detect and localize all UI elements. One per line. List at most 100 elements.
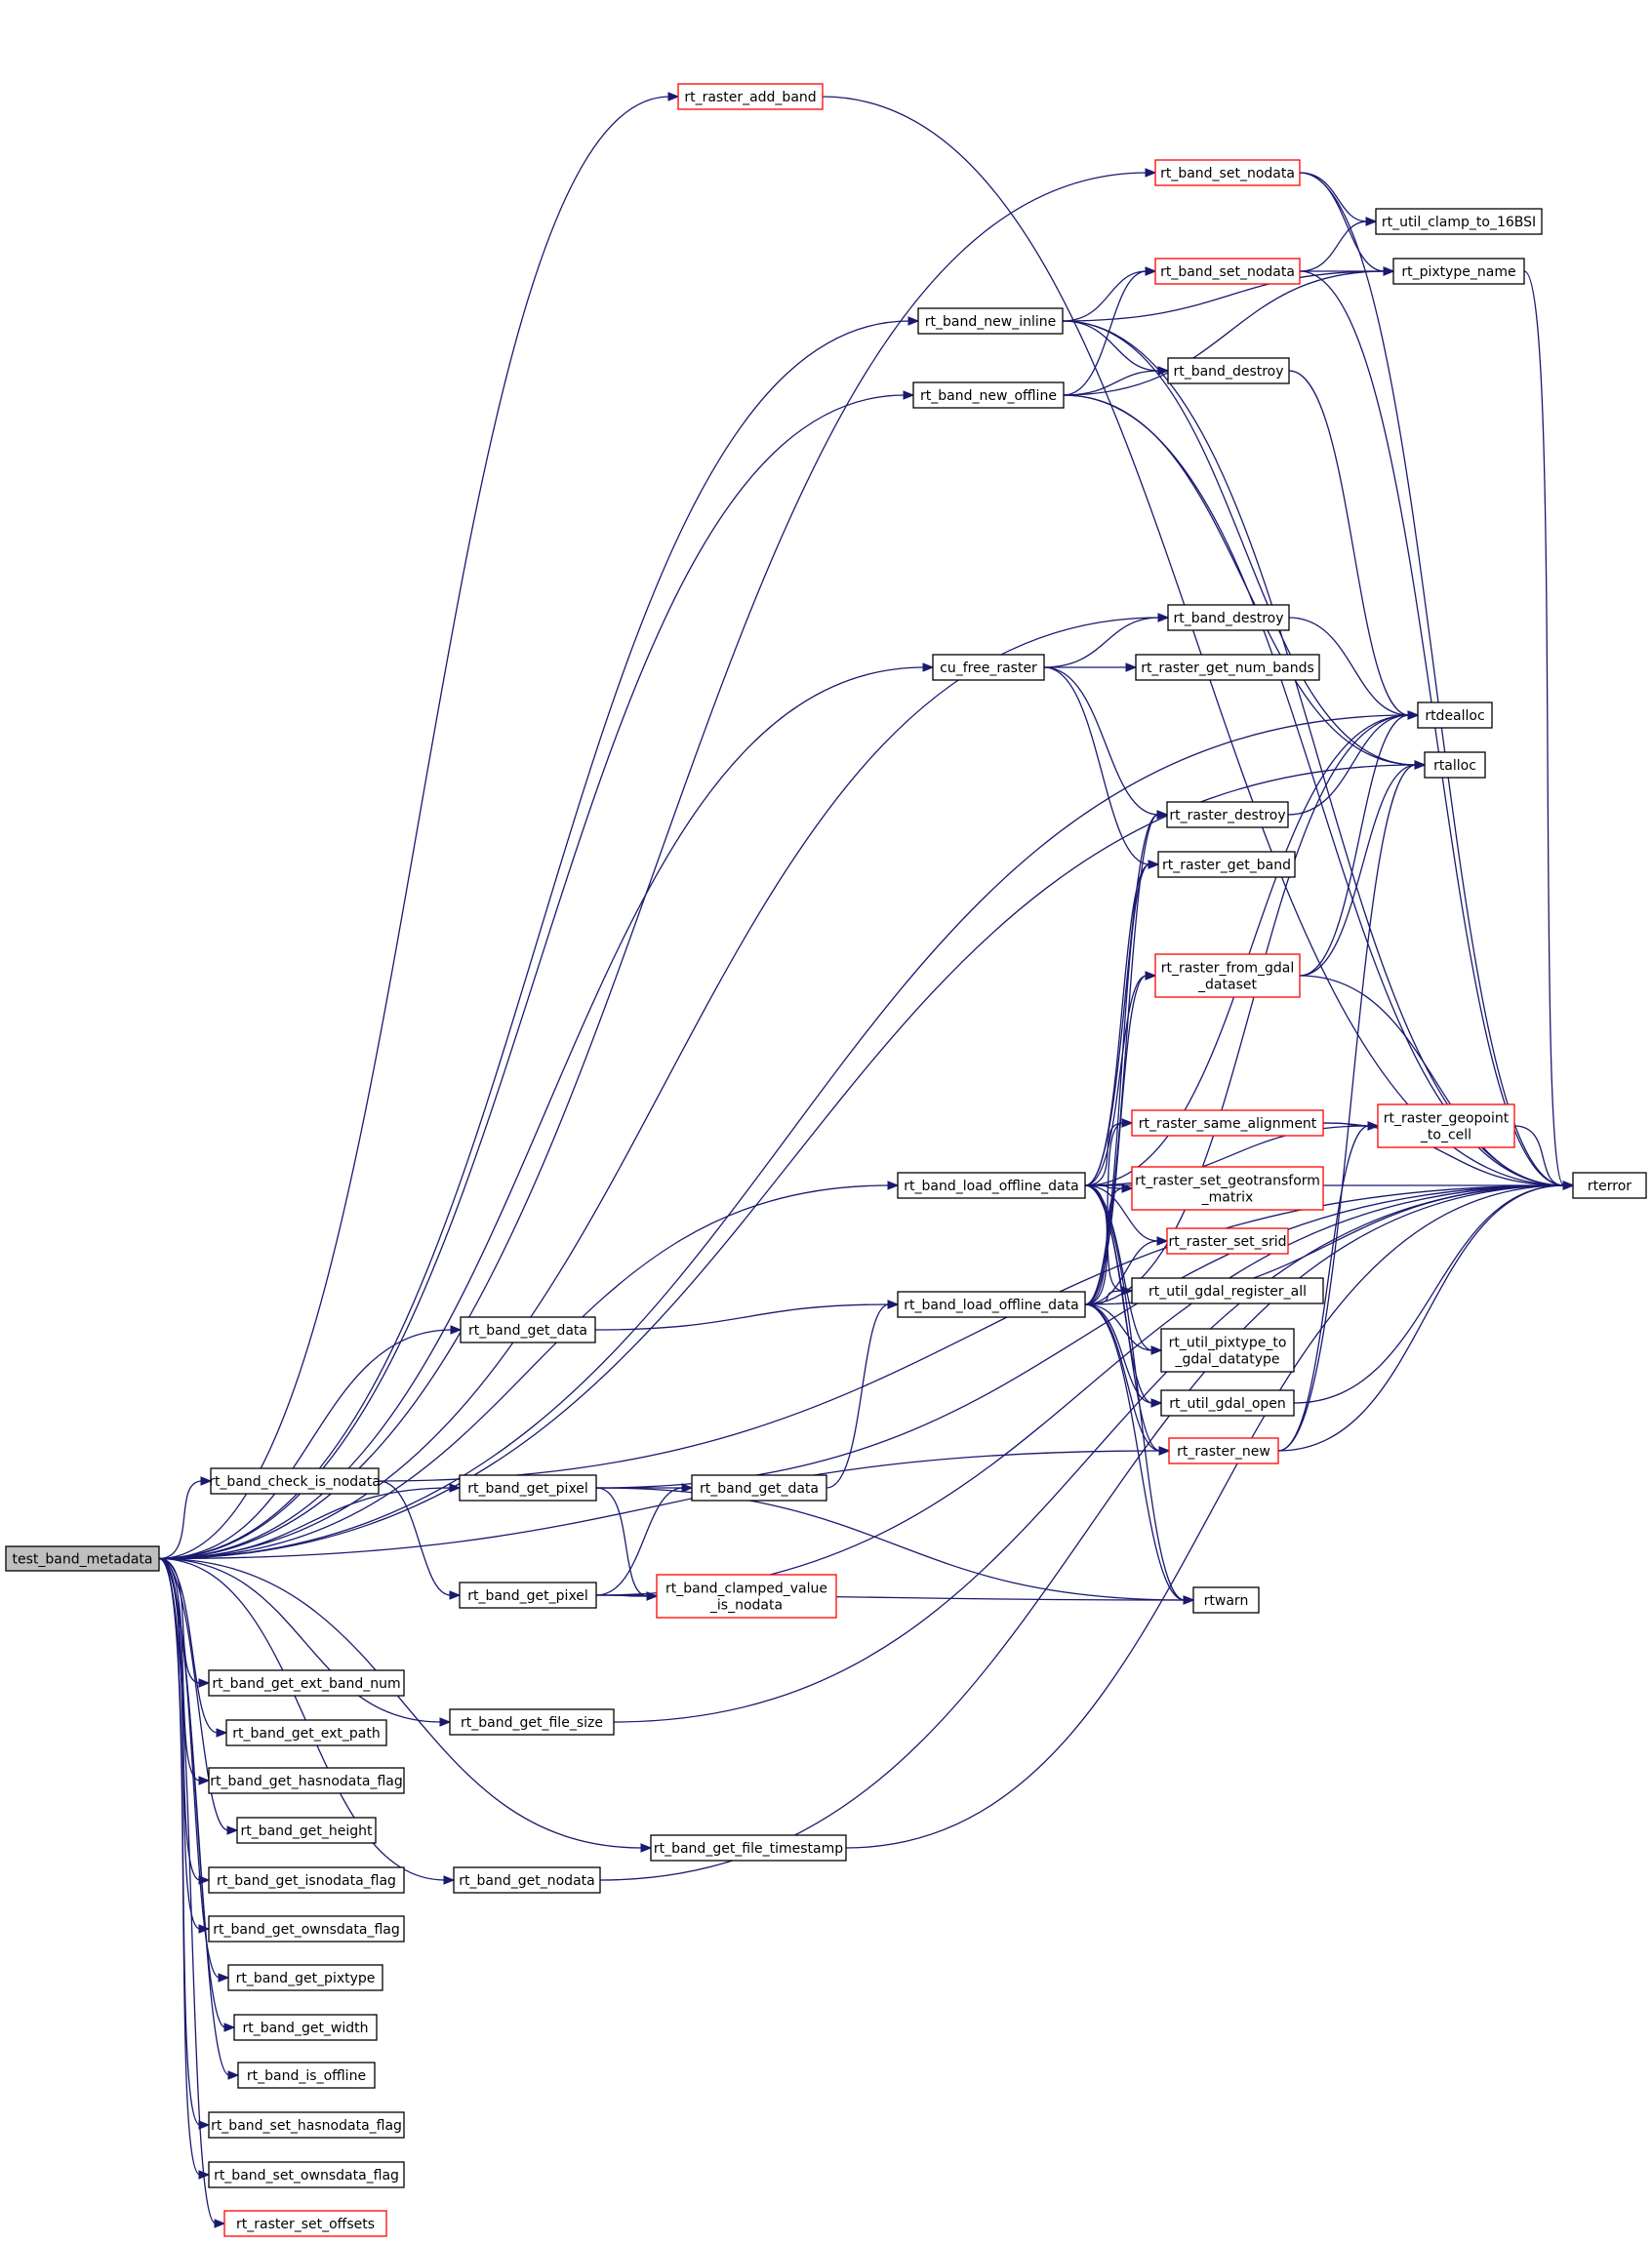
- node-rt-band-set-nodata-2[interactable]: rt_band_set_nodata: [1154, 258, 1301, 285]
- edge-arrowhead: [1183, 1595, 1195, 1605]
- node-rt-band-new-offline[interactable]: rt_band_new_offline: [912, 381, 1065, 409]
- node-box: [1424, 751, 1486, 779]
- node-test-band-metadata[interactable]: test_band_metadata: [5, 1545, 160, 1572]
- node-label: rt_band_get_data: [468, 1323, 587, 1339]
- node-rt-band-check-is-nodata[interactable]: rt_band_check_is_nodata: [209, 1467, 381, 1495]
- node-rt-raster-from-gdal-dataset[interactable]: rt_raster_from_gdal_dataset: [1154, 953, 1301, 998]
- node-label: rt_band_get_pixtype: [236, 1971, 376, 1986]
- edge-rt-raster-new-to-rtalloc: [1277, 764, 1417, 1452]
- node-rt-util-pixtype-to-gdal-datatype[interactable]: rt_util_pixtype_to_gdal_datatype: [1160, 1328, 1295, 1373]
- node-label: rt_band_get_width: [242, 2021, 368, 2036]
- edge-arrowhead: [218, 1973, 230, 1983]
- node-box: [912, 381, 1065, 409]
- node-rt-band-new-inline[interactable]: rt_band_new_inline: [917, 307, 1064, 335]
- edge-test-band-metadata-to-rt-raster-set-offsets: [158, 1557, 217, 2224]
- node-rtalloc[interactable]: rtalloc: [1424, 751, 1486, 779]
- node-rt-band-destroy-2[interactable]: rt_band_destroy: [1167, 604, 1290, 631]
- node-rt-band-is-offline[interactable]: rt_band_is_offline: [237, 2062, 376, 2089]
- node-box: [223, 2210, 387, 2237]
- edge-test-band-metadata-to-rt-band-is-offline: [158, 1557, 230, 2076]
- node-cu-free-raster[interactable]: cu_free_raster: [932, 654, 1045, 681]
- edge-arrowhead: [200, 1476, 213, 1486]
- edge-rt-band-load-offline-data-2-to-rt-raster-set-geotransform-matrix: [1084, 1187, 1124, 1305]
- node-box: [1154, 953, 1301, 998]
- node-box: [1157, 851, 1296, 878]
- node-rt-raster-set-geotransform-matrix[interactable]: rt_raster_set_geotransform_matrix: [1131, 1166, 1324, 1211]
- edge-rt-band-load-offline-data-2-to-rtdealloc: [1084, 714, 1410, 1305]
- edge-rt-band-new-inline-to-rt-pixtype-name: [1062, 270, 1386, 322]
- node-box: [1166, 801, 1289, 828]
- node-rt-band-get-pixel-1[interactable]: rt_band_get_pixel: [459, 1474, 597, 1502]
- node-label: cu_free_raster: [940, 661, 1037, 676]
- node-rt-raster-new[interactable]: rt_raster_new: [1168, 1437, 1279, 1464]
- edge-rt-band-new-offline-to-rt-band-destroy-1: [1063, 370, 1160, 396]
- node-rt-band-destroy-1[interactable]: rt_band_destroy: [1167, 357, 1290, 384]
- edge-rt-band-new-offline-to-rtalloc: [1063, 394, 1417, 766]
- node-rt-band-get-height[interactable]: rt_band_get_height: [236, 1817, 377, 1844]
- node-rt-band-load-offline-data-2[interactable]: rt_band_load_offline_data: [897, 1291, 1086, 1318]
- edge-arrowhead: [646, 1591, 659, 1601]
- edge-arrowhead: [450, 1325, 463, 1335]
- edge-rt-band-load-offline-data-1-to-rt-raster-from-gdal-dataset: [1084, 975, 1148, 1186]
- node-rt-raster-get-num-bands[interactable]: rt_raster_get_num_bands: [1135, 654, 1320, 681]
- edge-cu-free-raster-to-rt-band-destroy-2: [1043, 617, 1160, 668]
- edge-arrowhead: [1562, 1181, 1575, 1190]
- node-rt-band-clamped-value-is-nodata[interactable]: rt_band_clamped_value_is_nodata: [656, 1574, 837, 1619]
- node-label: rt_band_set_nodata: [1160, 166, 1295, 181]
- node-rt-util-clamp-to-16bsi[interactable]: rt_util_clamp_to_16BSI: [1375, 208, 1543, 235]
- node-rt-band-get-nodata[interactable]: rt_band_get_nodata: [453, 1866, 601, 1894]
- edge-cu-free-raster-to-rt-raster-destroy: [1043, 666, 1159, 816]
- node-rt-band-get-file-timestamp[interactable]: rt_band_get_file_timestamp: [650, 1834, 847, 1862]
- node-label: rt_band_set_ownsdata_flag: [214, 2168, 399, 2184]
- node-rt-band-get-hasnodata-flag[interactable]: rt_band_get_hasnodata_flag: [208, 1767, 405, 1794]
- node-rt-raster-set-offsets[interactable]: rt_raster_set_offsets: [223, 2210, 387, 2237]
- node-label: rt_raster_get_num_bands: [1141, 661, 1314, 676]
- node-rt-band-set-nodata-1[interactable]: rt_band_set_nodata: [1154, 159, 1301, 186]
- node-rtdealloc[interactable]: rtdealloc: [1417, 701, 1493, 729]
- node-box: [932, 654, 1045, 681]
- node-rt-band-get-width[interactable]: rt_band_get_width: [233, 2014, 378, 2041]
- node-rt-band-get-ownsdata-flag[interactable]: rt_band_get_ownsdata_flag: [208, 1915, 405, 1943]
- node-box: [236, 1817, 377, 1844]
- node-rt-util-gdal-register-all[interactable]: rt_util_gdal_register_all: [1131, 1277, 1324, 1304]
- edge-test-band-metadata-to-rt-band-get-data-1: [158, 1329, 453, 1560]
- node-rt-band-set-ownsdata-flag[interactable]: rt_band_set_ownsdata_flag: [208, 2161, 405, 2188]
- node-label: rt_band_clamped_value: [665, 1582, 827, 1597]
- node-rt-raster-set-srid[interactable]: rt_raster_set_srid: [1166, 1227, 1289, 1255]
- edge-arrowhead: [1158, 1446, 1171, 1456]
- edge-arrowhead: [227, 2070, 240, 2080]
- node-box: [656, 1574, 837, 1619]
- node-rt-util-gdal-open[interactable]: rt_util_gdal_open: [1160, 1389, 1295, 1417]
- node-rt-band-get-pixtype[interactable]: rt_band_get_pixtype: [227, 1964, 383, 1991]
- node-rt-band-get-isnodata-flag[interactable]: rt_band_get_isnodata_flag: [208, 1866, 405, 1894]
- edge-test-band-metadata-to-cu-free-raster: [158, 666, 925, 1560]
- edge-rt-band-new-offline-to-rt-pixtype-name: [1063, 270, 1386, 396]
- edge-rt-band-get-nodata-to-rterror: [599, 1184, 1565, 1881]
- node-box: [1167, 357, 1290, 384]
- edge-rt-raster-from-gdal-dataset-to-rtdealloc: [1299, 714, 1410, 977]
- node-rt-band-get-file-size[interactable]: rt_band_get_file_size: [449, 1708, 615, 1736]
- node-rt-band-set-hasnodata-flag[interactable]: rt_band_set_hasnodata_flag: [208, 2111, 405, 2139]
- node-rt-raster-add-band[interactable]: rt_raster_add_band: [677, 83, 824, 110]
- node-box: [5, 1545, 160, 1572]
- node-rt-raster-destroy[interactable]: rt_raster_destroy: [1166, 801, 1289, 828]
- node-label: rt_raster_get_band: [1162, 858, 1291, 873]
- node-rtwarn[interactable]: rtwarn: [1192, 1586, 1260, 1614]
- node-rt-raster-geopoint-to-cell[interactable]: rt_raster_geopoint_to_cell: [1377, 1103, 1515, 1148]
- node-rt-band-get-ext-band-num[interactable]: rt_band_get_ext_band_num: [208, 1669, 405, 1697]
- edge-rt-band-new-inline-to-rtalloc: [1062, 320, 1417, 766]
- node-rt-raster-same-alignment[interactable]: rt_raster_same_alignment: [1131, 1109, 1324, 1137]
- node-rt-band-get-ext-path[interactable]: rt_band_get_ext_path: [225, 1719, 387, 1746]
- node-rt-pixtype-name[interactable]: rt_pixtype_name: [1392, 258, 1525, 285]
- node-box: [453, 1866, 601, 1894]
- node-rt-band-get-data-1[interactable]: rt_band_get_data: [460, 1316, 596, 1343]
- edge-arrowhead: [443, 1875, 456, 1885]
- node-rt-raster-get-band[interactable]: rt_raster_get_band: [1157, 851, 1296, 878]
- node-rt-band-get-data-2[interactable]: rt_band_get_data: [691, 1474, 827, 1502]
- edge-test-band-metadata-to-rt-band-load-offline-data-1: [158, 1184, 890, 1560]
- node-rt-band-load-offline-data-1[interactable]: rt_band_load_offline_data: [897, 1172, 1086, 1199]
- node-rterror[interactable]: rterror: [1572, 1172, 1647, 1199]
- edge-arrowhead: [903, 390, 915, 400]
- edge-rt-band-new-inline-to-rterror: [1062, 320, 1565, 1186]
- node-rt-band-get-pixel-2[interactable]: rt_band_get_pixel: [459, 1582, 597, 1609]
